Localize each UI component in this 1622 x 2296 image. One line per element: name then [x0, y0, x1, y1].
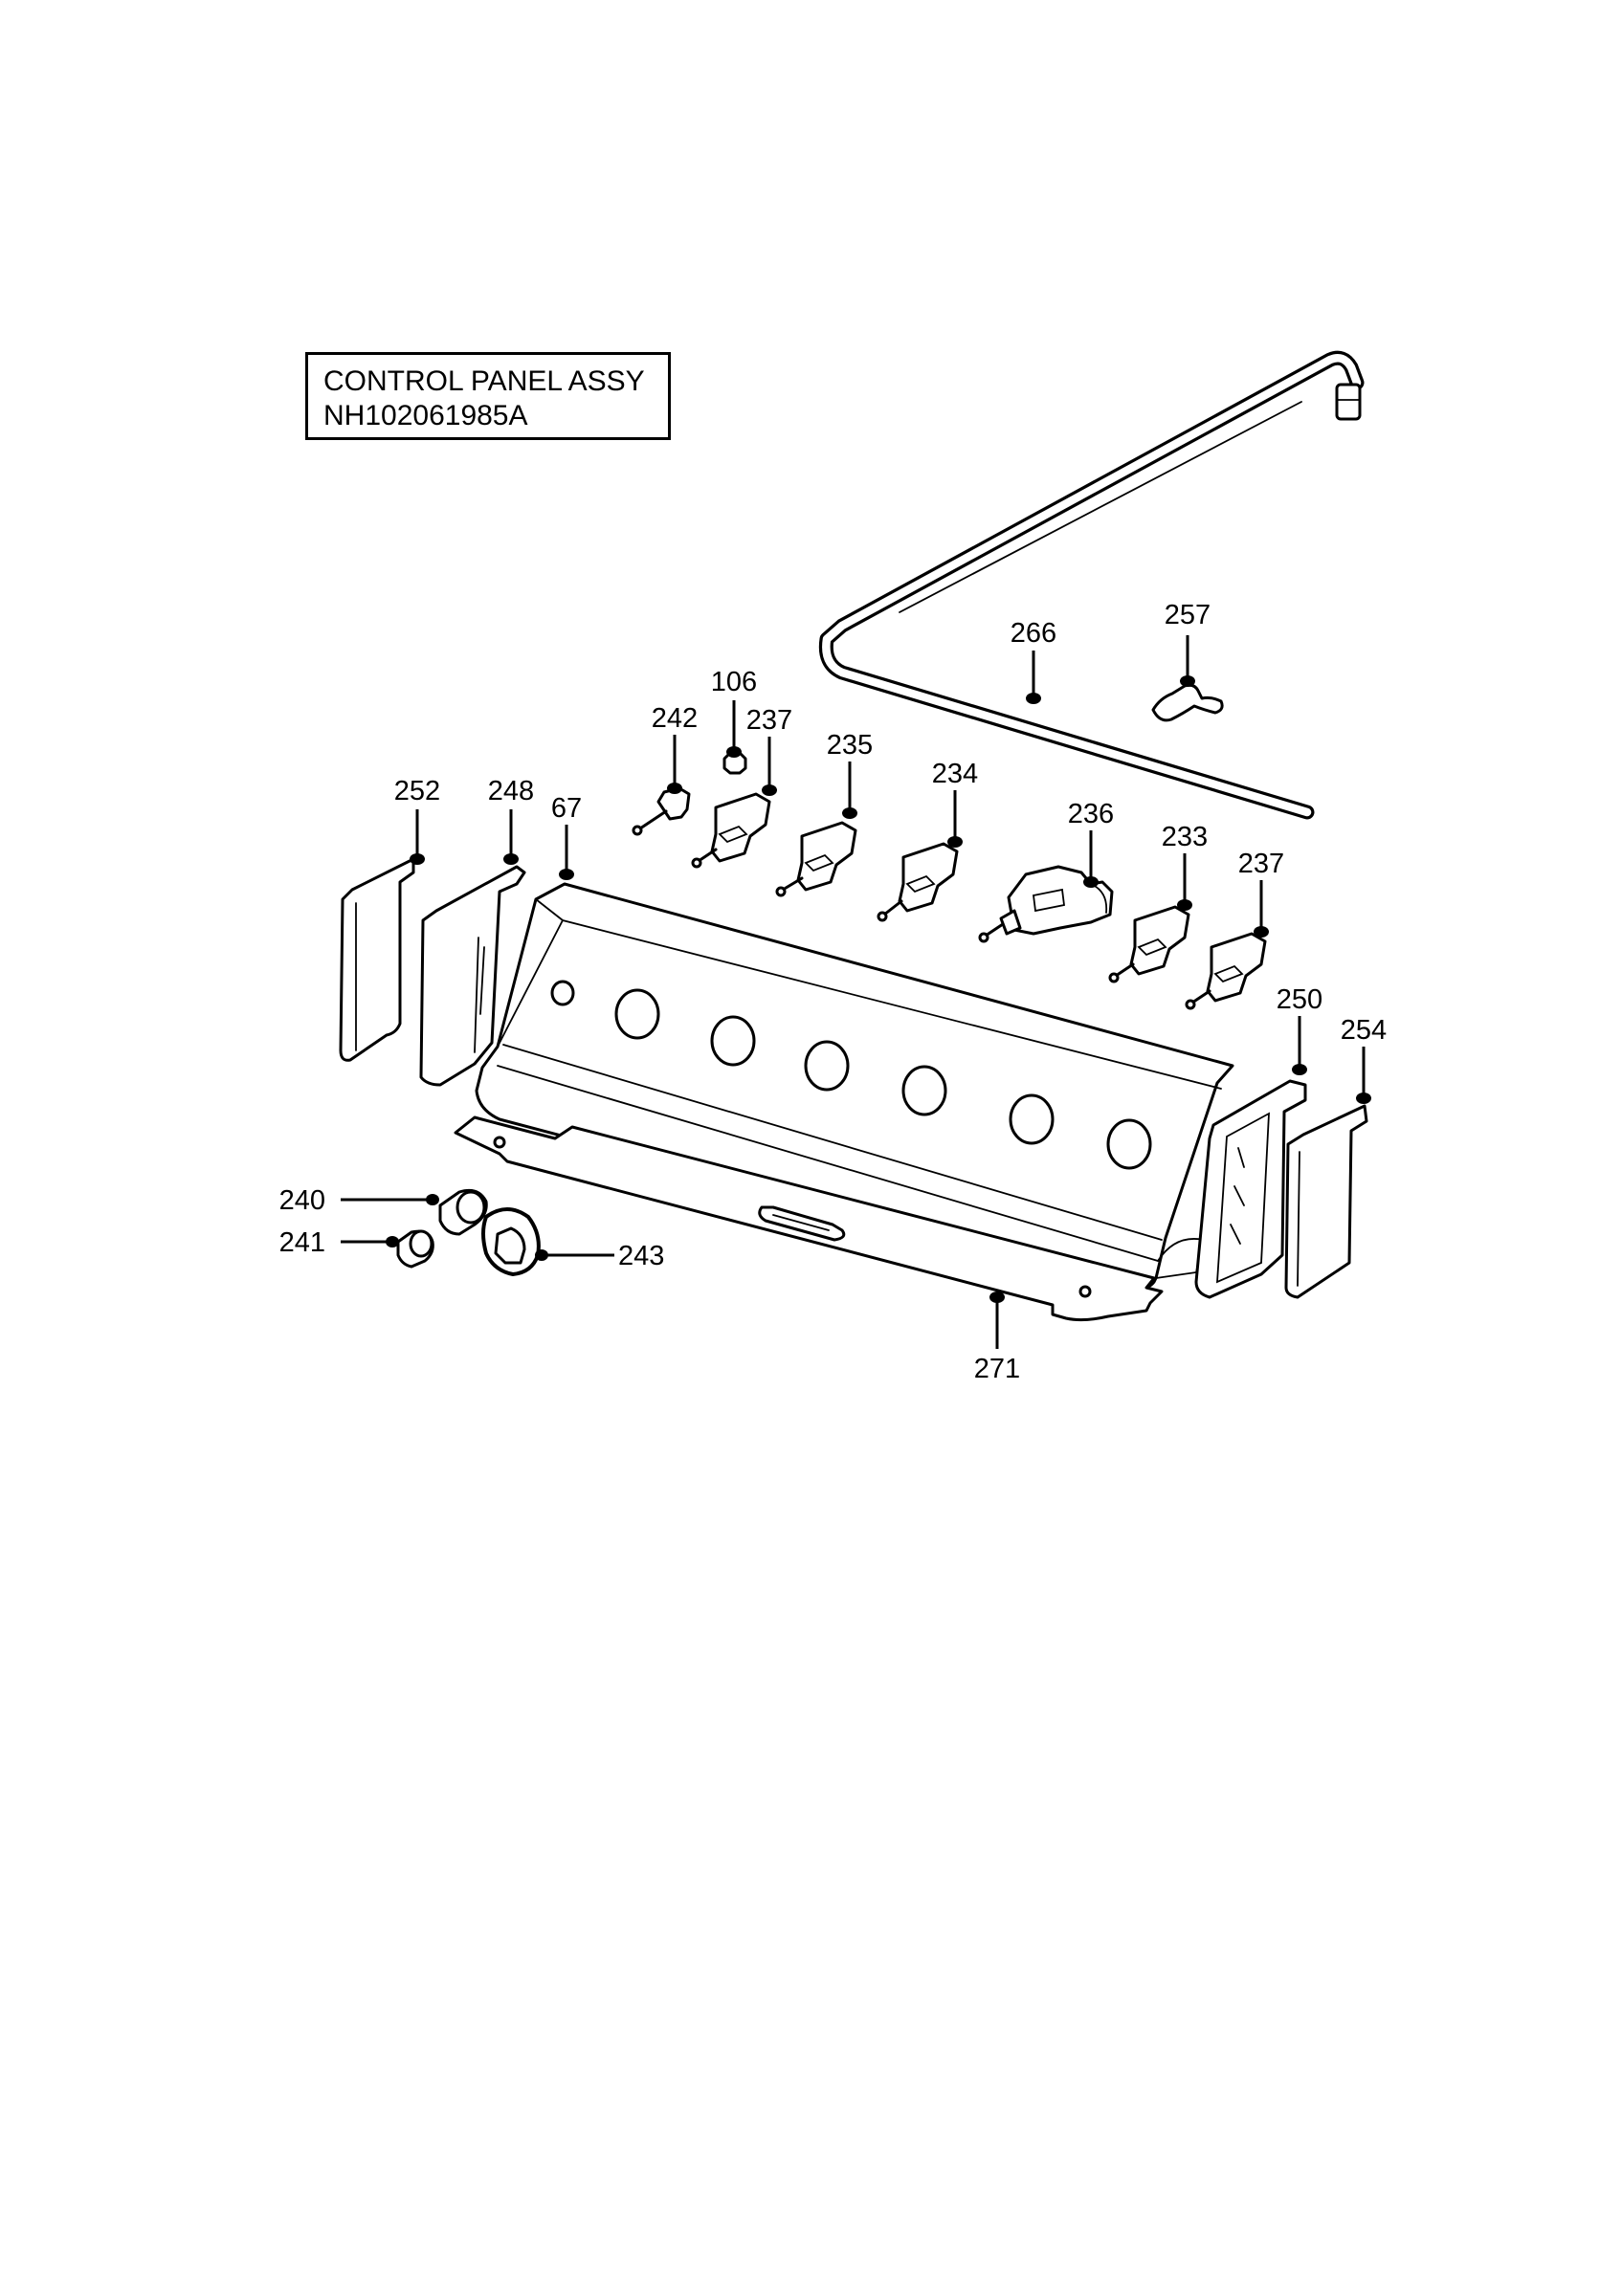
callout-dots	[386, 675, 1371, 1303]
part-254-end-cap-right	[1284, 1104, 1368, 1299]
part-237-gas-tap-left	[691, 792, 771, 869]
part-243-control-knob	[481, 1207, 541, 1277]
part-252-end-cap-left	[339, 857, 415, 1062]
part-237-gas-tap-right	[1185, 932, 1267, 1010]
assembly-title: CONTROL PANEL ASSY	[323, 365, 645, 397]
part-67-control-panel	[475, 882, 1234, 1290]
callout-237-left: 237	[746, 705, 792, 736]
callout-235: 235	[827, 730, 873, 761]
part-233-gas-tap	[1108, 905, 1190, 983]
part-257-pipe-clip	[1151, 683, 1224, 722]
callout-250: 250	[1277, 984, 1322, 1015]
title-box: CONTROL PANEL ASSY NH102061985A	[305, 352, 671, 440]
part-248-side-bracket-left	[419, 865, 526, 1087]
callout-271: 271	[974, 1354, 1020, 1384]
part-250-side-bracket-right	[1194, 1079, 1307, 1299]
callout-106: 106	[711, 667, 757, 697]
callout-234: 234	[932, 759, 978, 789]
callout-240: 240	[279, 1185, 325, 1216]
leader-lines	[341, 635, 1366, 1349]
part-235-gas-tap	[775, 821, 857, 897]
callout-242: 242	[652, 703, 698, 734]
part-266-gas-pipe	[818, 350, 1365, 820]
callout-241: 241	[279, 1227, 325, 1258]
callout-237-right: 237	[1238, 849, 1284, 879]
part-240-knob-insert	[438, 1188, 488, 1236]
callout-233: 233	[1162, 822, 1208, 852]
part-271-bottom-strip	[454, 1115, 1164, 1322]
callout-236: 236	[1068, 799, 1114, 829]
callout-257: 257	[1165, 600, 1211, 630]
callout-67: 67	[551, 793, 582, 824]
part-242-ignition-switch	[632, 786, 691, 836]
assembly-number: NH102061985A	[323, 400, 528, 431]
part-241-small-insert	[396, 1229, 434, 1269]
callout-254: 254	[1341, 1015, 1387, 1046]
callout-248: 248	[488, 776, 534, 806]
callout-252: 252	[394, 776, 440, 806]
callout-243: 243	[618, 1241, 664, 1271]
callout-266: 266	[1011, 618, 1056, 649]
part-234-gas-tap	[877, 842, 959, 922]
